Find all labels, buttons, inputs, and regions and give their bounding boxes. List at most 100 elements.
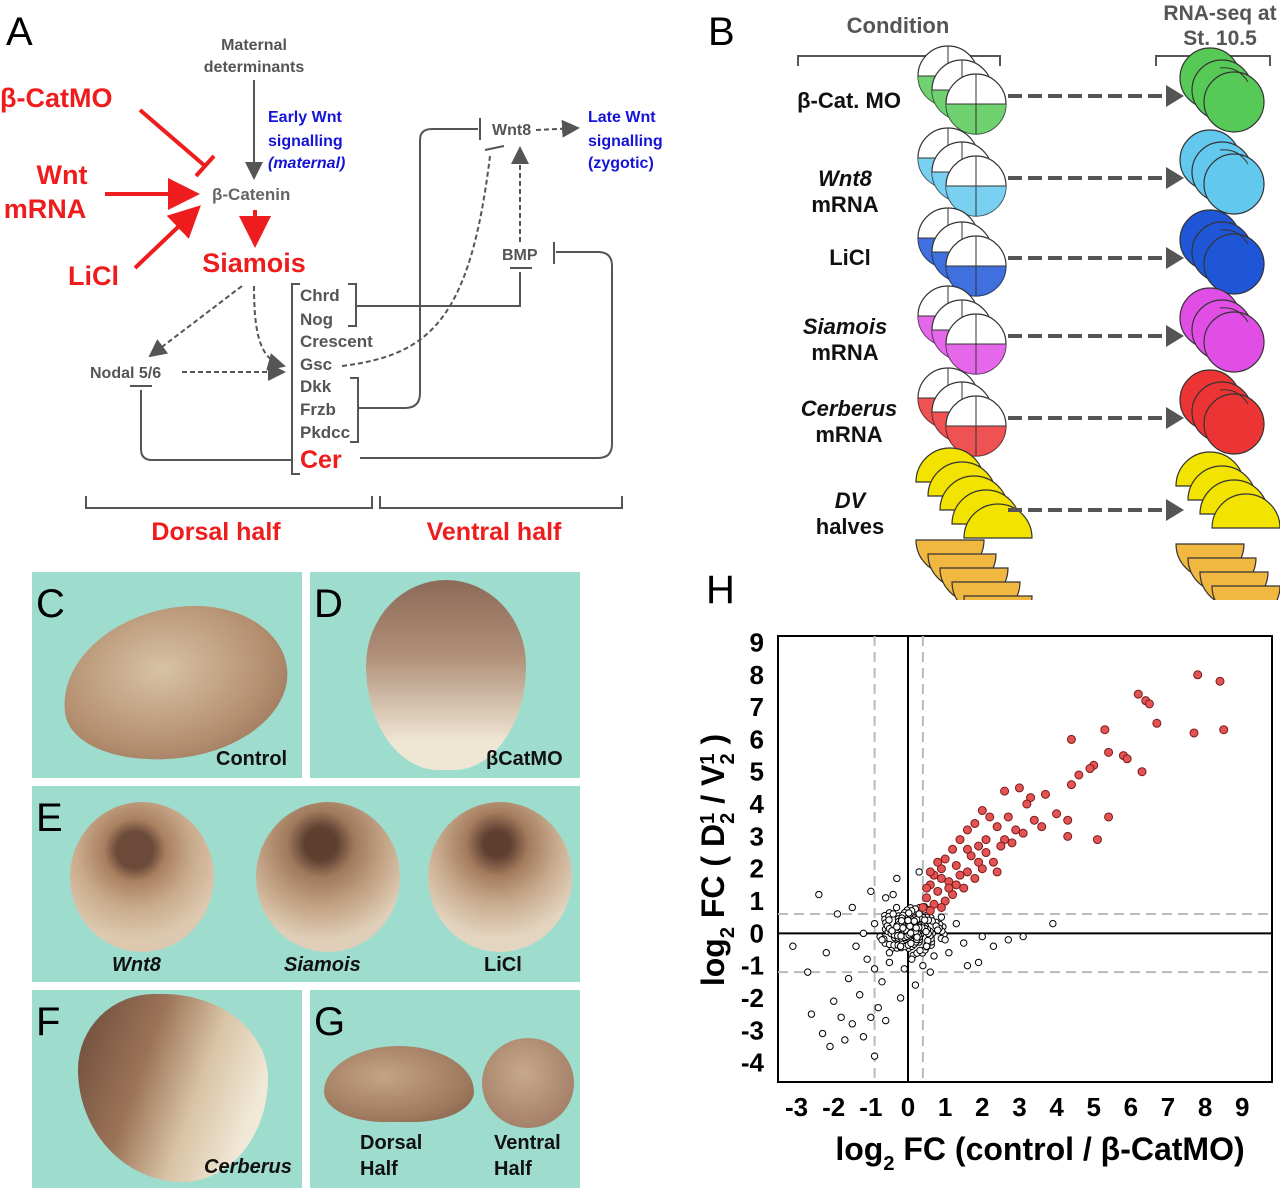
x-tick-label: 0: [901, 1092, 915, 1122]
scatter-point: [1122, 754, 1132, 764]
scatter-point: [1040, 789, 1050, 799]
scatter-point: [900, 965, 908, 973]
scatter-point: [1007, 838, 1017, 848]
condition-arrowhead: [1166, 247, 1184, 269]
condition-arrowhead: [1166, 499, 1184, 521]
caption-ventral-2: Half: [494, 1158, 532, 1180]
nodal-label: Nodal 5/6: [90, 365, 161, 382]
scatter-point: [1022, 799, 1032, 809]
scatter-point: [945, 949, 953, 957]
scatter-point: [1003, 812, 1013, 822]
ventral-half-icon: [963, 595, 1033, 600]
scatter-point: [859, 929, 868, 938]
scatter-point: [1219, 725, 1229, 735]
x-tick-label: 2: [975, 1092, 989, 1122]
scatter-point-background: [892, 903, 901, 912]
scatter-point: [841, 1036, 849, 1044]
scatter-point: [833, 910, 842, 918]
scatter-point: [974, 841, 984, 851]
scatter-point: [1085, 764, 1095, 774]
scatter-point-background: [910, 917, 918, 925]
scatter-point: [1137, 767, 1147, 777]
dorsal-bracket: [85, 496, 373, 509]
caption-bcatmo: βCatMO: [486, 748, 563, 770]
early-wnt-2: signalling: [268, 133, 343, 150]
wnt8-inhibit-bar2: [484, 145, 505, 151]
scatter-point: [1018, 828, 1028, 838]
scatter-point-background: [905, 909, 913, 917]
scatter-point: [970, 873, 980, 883]
y-tick-label: 6: [750, 724, 764, 754]
scatter-point: [974, 857, 984, 867]
siamois-nodal-arrow: [148, 285, 243, 358]
x-tick-label: 7: [1161, 1092, 1175, 1122]
scatter-point: [941, 936, 949, 944]
scatter-point: [804, 968, 812, 976]
scatter-point: [826, 1042, 834, 1051]
scatter-point: [992, 822, 1002, 832]
scatter-point: [955, 870, 965, 880]
late-wnt-2: signalling: [588, 133, 663, 150]
y-axis-label: log2 FC ( D12 / V12 ): [695, 734, 739, 986]
scatter-point: [960, 939, 968, 947]
scatter-point: [1189, 728, 1199, 738]
panel-c-label: C: [36, 582, 65, 626]
scatter-point: [951, 860, 961, 870]
scatter-point: [1144, 699, 1154, 709]
scatter-point: [1104, 812, 1114, 822]
dorsal-half-label: Dorsal half: [151, 518, 281, 546]
scatter-point: [951, 880, 961, 890]
scatter-point: [896, 994, 905, 1002]
scatter-point: [1037, 822, 1047, 832]
panel-a-diagram: Maternal determinants Early Wnt signalli…: [0, 37, 663, 546]
scatter-point: [962, 825, 972, 835]
dorsal-half-icon: [1211, 493, 1280, 529]
scatter-point: [974, 958, 983, 967]
cond-row-3: LiCl: [800, 245, 900, 271]
scatter-point-background: [921, 916, 929, 924]
scatter-point: [977, 806, 987, 816]
scatter-point: [908, 955, 916, 963]
embryo-control: [52, 593, 298, 773]
panel-g-label: G: [314, 1000, 346, 1044]
scatter-point: [856, 991, 864, 999]
panel-e-label: E: [36, 796, 63, 840]
scatter-point: [985, 812, 995, 822]
scatter-point: [1074, 770, 1084, 780]
scatter-point: [988, 857, 998, 867]
scatter-point: [963, 961, 972, 970]
sequenced-embryo-icon: [1203, 233, 1265, 295]
svg-text:log2 FC ( D12 / V12 ): log2 FC ( D12 / V12 ): [695, 734, 739, 986]
embryo-dorsal-half: [324, 1046, 474, 1122]
condition-arrowhead: [1166, 167, 1184, 189]
scatter-point: [989, 942, 998, 950]
condition-row-2: [917, 127, 1265, 217]
scatter-point: [926, 968, 934, 976]
caption-wnt8: Wnt8: [112, 954, 161, 976]
scatter-point: [970, 818, 980, 828]
embryo-highlight: [1219, 229, 1249, 245]
condition-row-1: [917, 45, 1265, 135]
scatter-point: [867, 1013, 875, 1022]
bcatenin-label: β-Catenin: [212, 185, 290, 204]
bcatmo-label: β-CatMO: [0, 83, 112, 113]
scatter-point: [1063, 815, 1073, 825]
scatter-point: [981, 848, 991, 858]
chrd-bmp-inhibit: [356, 272, 521, 307]
scatter-point: [878, 936, 886, 944]
scatter-point: [1152, 718, 1162, 728]
siamois-gene-arrow: [253, 285, 286, 371]
scatter-point-background: [906, 929, 915, 937]
scatter-point-background: [888, 927, 896, 935]
scatter-point-background: [885, 916, 893, 924]
scatter-point-background: [912, 924, 920, 932]
scatter-point: [936, 902, 946, 912]
x-tick-label: -1: [859, 1092, 882, 1122]
scatter-point: [922, 942, 931, 950]
scatter-point: [915, 868, 923, 876]
cond-row-4-line1: Siamois: [802, 314, 888, 339]
condition-arrowhead: [1166, 85, 1184, 107]
